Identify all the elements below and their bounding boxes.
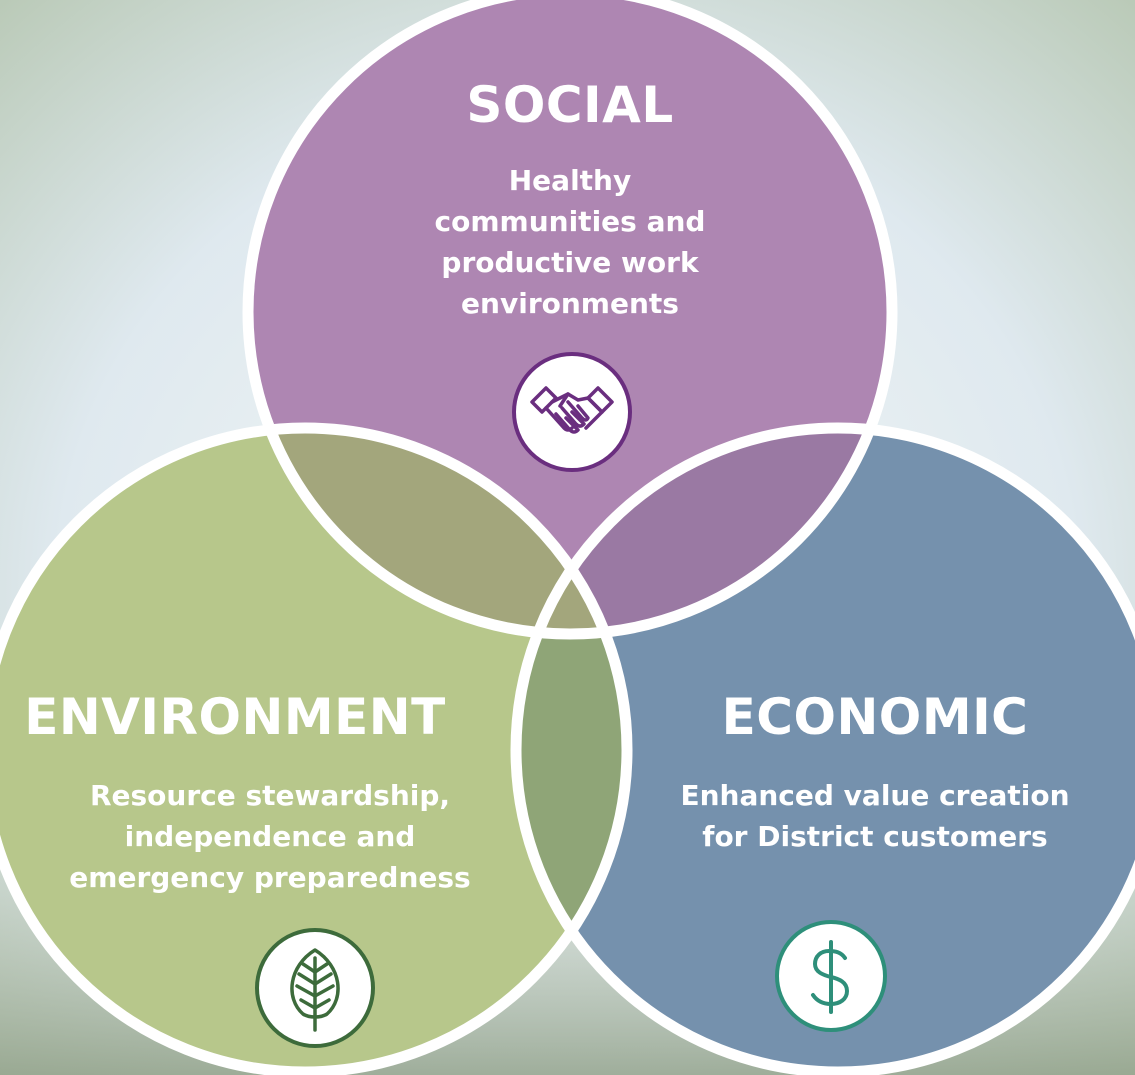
dollar-icon	[775, 920, 887, 1032]
environment-description-line: emergency preparedness	[69, 861, 471, 894]
social-description: Healthy communities and productive work …	[390, 160, 750, 324]
economic-outline	[510, 422, 1135, 1075]
social-outline	[242, 0, 898, 640]
environment-description: Resource stewardship, independence and e…	[40, 775, 500, 898]
economic-description: Enhanced value creation for District cus…	[640, 775, 1110, 857]
environment-title: ENVIRONMENT	[24, 688, 446, 746]
economic-title: ECONOMIC	[721, 688, 1029, 746]
environment-description-line: independence and	[124, 820, 416, 853]
social-description-line: environments	[461, 287, 679, 320]
social-environment-overlap	[248, 428, 627, 634]
environment-description-line: Resource stewardship,	[89, 779, 451, 812]
social-description-line: communities and	[434, 205, 706, 238]
social-economic-overlap	[516, 428, 892, 634]
social-description-line: productive work	[441, 246, 699, 279]
environment-outline	[0, 422, 633, 1075]
leaf-icon	[255, 928, 375, 1048]
economic-description-line: Enhanced value creation	[680, 779, 1070, 812]
economic-description-line: for District customers	[702, 820, 1048, 853]
social-title: SOCIAL	[466, 76, 674, 134]
social-description-line: Healthy	[508, 164, 632, 197]
handshake-icon	[512, 352, 632, 472]
